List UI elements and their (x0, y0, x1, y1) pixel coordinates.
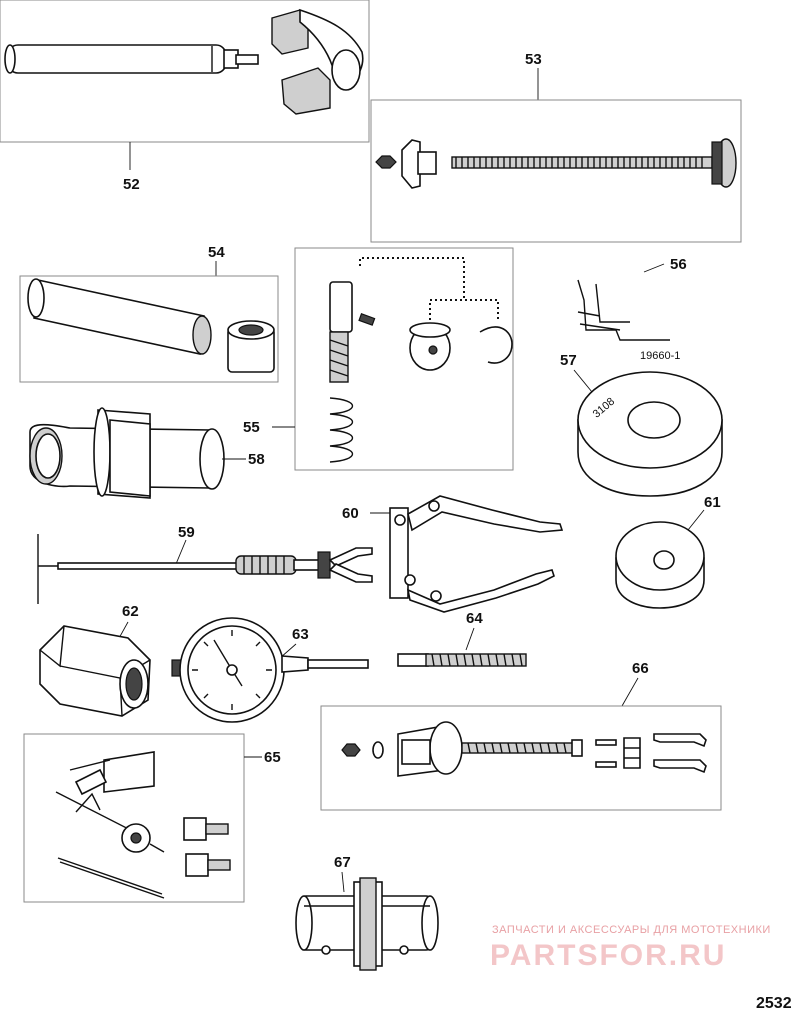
tool-66-group: 66 (320, 660, 722, 811)
tool-54-group: 54 (19, 244, 279, 383)
tool-58-driver (29, 407, 225, 499)
callout-65: 65 (264, 749, 281, 766)
callout-66: 66 (632, 660, 649, 677)
tool-60-group: 60 (342, 495, 564, 613)
tool-67-group: 67 (295, 854, 439, 971)
tool-54-parts (27, 278, 275, 373)
tool-55-parts (329, 281, 513, 463)
tool-57-group: 57 3108 (560, 352, 723, 497)
tool-64-group: 64 (397, 610, 527, 667)
watermark: ЗАПЧАСТИ И АКСЕССУАРЫ ДЛЯ МОТОТЕХНИКИ PA… (490, 924, 771, 972)
callout-56: 56 (670, 256, 687, 273)
callout-55: 55 (243, 419, 260, 436)
tool-58-group: 58 (29, 407, 265, 499)
tool-55-group: 55 (243, 247, 514, 471)
tool-63-group: 63 (171, 617, 369, 723)
tool-52-group: 52 (0, 0, 370, 193)
tool-64-bolt (397, 653, 527, 667)
callout-61: 61 (704, 494, 721, 511)
tool-60-pliers (389, 495, 564, 613)
tool-52-bar (4, 44, 259, 74)
tool-61-ring (615, 521, 705, 609)
tool-53-parts (375, 138, 737, 189)
tool-53-box (370, 99, 742, 243)
tool-65-group: 65 (23, 733, 281, 903)
callout-63: 63 (292, 626, 309, 643)
tool-56-housing (577, 279, 670, 341)
callout-67: 67 (334, 854, 351, 871)
callout-62: 62 (122, 603, 139, 620)
tool-63-dial (171, 617, 369, 723)
tool-59-group: 59 (37, 524, 373, 604)
tool-65-parts (55, 751, 231, 899)
callout-58: 58 (248, 451, 265, 468)
part-code-label: 19660-1 (640, 350, 680, 362)
tool-59-puller (37, 534, 373, 604)
tool-62-group: 62 (39, 603, 151, 717)
tool-66-parts (341, 721, 707, 777)
tool-67-coupler (295, 877, 439, 971)
tool-52-adapter-halves (271, 8, 364, 115)
callout-54: 54 (208, 244, 225, 261)
tool-56-group: 56 19660-1 (577, 256, 687, 362)
tool-65-box (23, 733, 245, 903)
callout-60: 60 (342, 505, 359, 522)
callout-57: 57 (560, 352, 577, 369)
page-number: 2532 (756, 995, 792, 1012)
callout-53: 53 (525, 51, 542, 68)
tool-57-ring: 3108 (577, 371, 723, 497)
tool-53-group: 53 (370, 51, 742, 243)
tool-61-group: 61 (615, 494, 721, 609)
tool-66-box (320, 705, 722, 811)
watermark-tagline: ЗАПЧАСТИ И АКСЕССУАРЫ ДЛЯ МОТОТЕХНИКИ (492, 924, 771, 936)
callout-52: 52 (123, 176, 140, 193)
tool-62-socket (39, 625, 151, 717)
callout-64: 64 (466, 610, 483, 627)
tool-55-box (294, 247, 514, 471)
callout-59: 59 (178, 524, 195, 541)
watermark-brand: PARTSFOR.RU (490, 939, 726, 972)
tool-54-box (19, 275, 279, 383)
tool-52-box (0, 0, 370, 143)
